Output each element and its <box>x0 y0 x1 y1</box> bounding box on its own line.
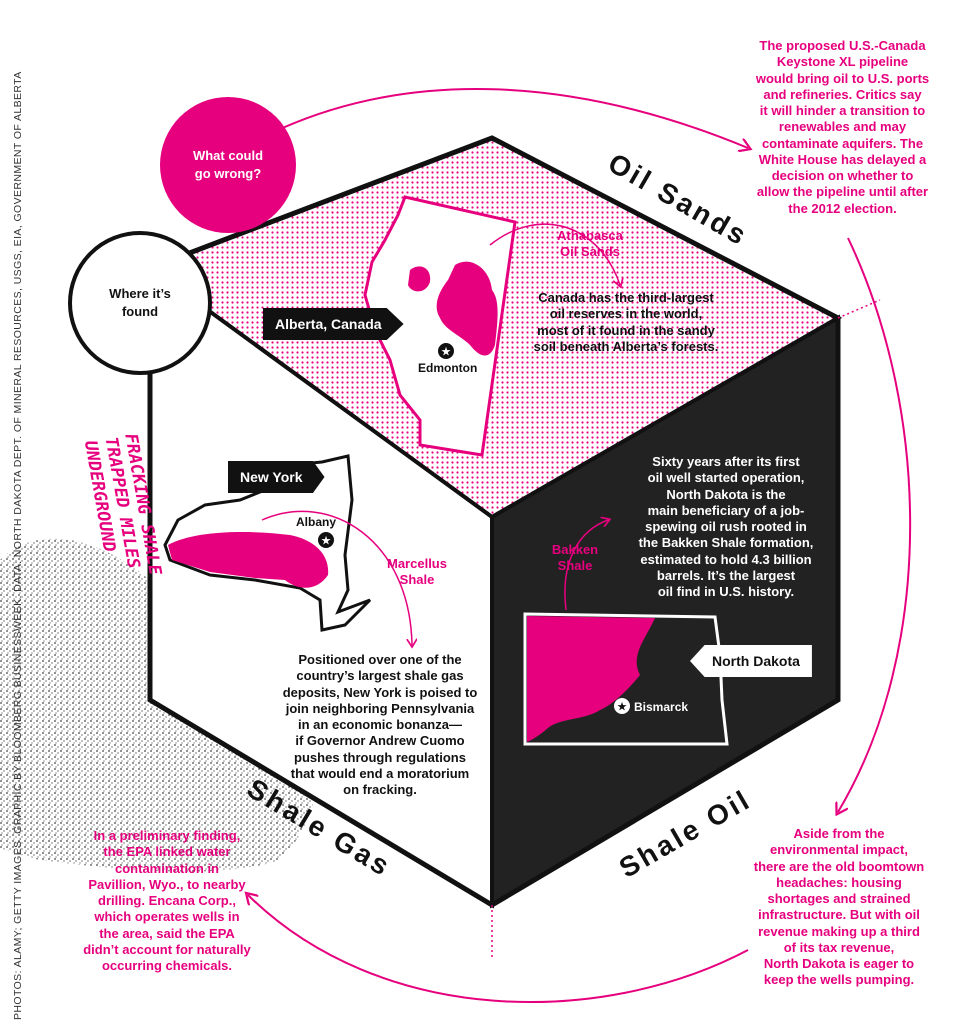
edmonton-label: Edmonton <box>418 361 478 375</box>
marcellus-callout-arrow <box>261 510 412 645</box>
alberta-description: Canada has the third-largest oil reserve… <box>533 290 719 354</box>
new-york-description: Positioned over one of the country’s lar… <box>282 652 478 797</box>
keystone-risk-text: The proposed U.S.-Canada Keystone XL pip… <box>755 38 930 216</box>
cycle-arrow-top <box>277 88 748 148</box>
north-dakota-description: Sixty years after its first oil well sta… <box>638 454 814 599</box>
albany-star-icon: ★ <box>318 532 334 548</box>
new-york-tag: New York <box>228 461 325 493</box>
svg-text:★: ★ <box>321 534 332 548</box>
where-its-found-label: Where it’s found <box>109 286 171 319</box>
bismarck-label: Bismarck <box>634 700 689 714</box>
bismarck-star-icon: ★ <box>614 698 630 714</box>
athabasca-callout-arrow <box>489 223 620 285</box>
cube-outline <box>147 135 841 908</box>
albany-label: Albany <box>296 515 337 529</box>
edmonton-star-icon: ★ <box>438 343 454 359</box>
athabasca-oil-sands-label: Athabasca Oil Sands <box>557 228 623 260</box>
north-dakota-tag: North Dakota <box>690 645 812 677</box>
what-could-go-wrong-circle <box>160 97 296 233</box>
svg-text:★: ★ <box>617 700 628 714</box>
athabasca-deposit <box>408 261 498 356</box>
bakken-deposit <box>527 616 655 742</box>
photo-credits: PHOTOS: ALAMY; GETTY IMAGES. GRAPHIC BY … <box>12 71 24 1020</box>
bakken-shale-label: Bakken Shale <box>551 542 599 574</box>
marcellus-shale-label: Marcellus Shale <box>387 556 447 588</box>
bakken-callout-arrow <box>564 520 608 611</box>
alberta-canada-tag: Alberta, Canada <box>263 308 404 340</box>
marcellus-deposit <box>168 532 329 588</box>
boomtown-risk-text: Aside from the environmental impact, the… <box>753 826 925 988</box>
where-its-found-circle <box>68 231 212 375</box>
epa-risk-text: In a preliminary finding, the EPA linked… <box>83 828 251 973</box>
cycle-arrow-bottom <box>248 895 749 1003</box>
cycle-arrow-right <box>838 237 912 812</box>
what-could-go-wrong-label: What could go wrong? <box>192 148 264 181</box>
svg-text:★: ★ <box>441 345 452 359</box>
alberta-map <box>363 195 517 457</box>
